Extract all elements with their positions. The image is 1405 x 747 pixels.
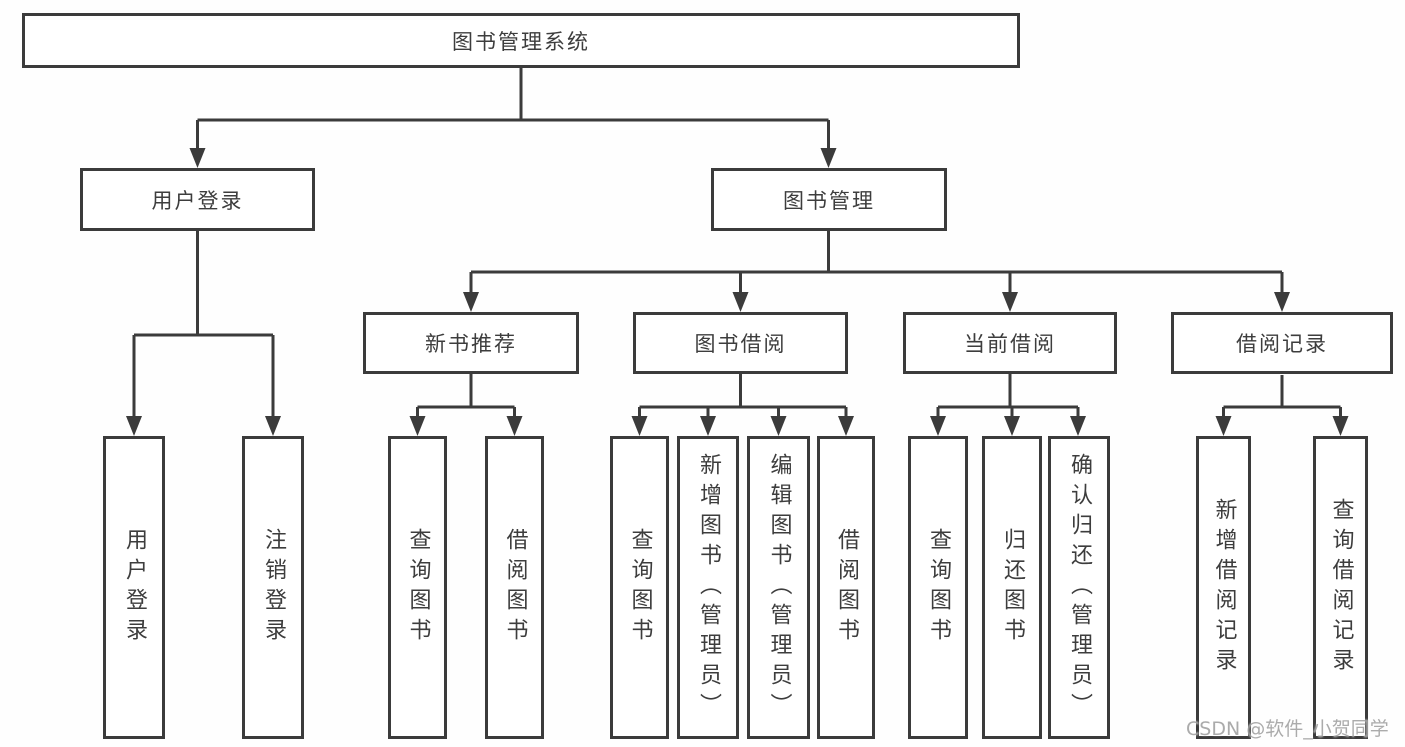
leaf-confirm-return-admin: 确认归还（管理员） [1048, 436, 1110, 739]
leaf-edit-book-admin: 编辑图书（管理员） [747, 436, 810, 739]
csdn-watermark: CSDN @软件_小贺同学 [1186, 718, 1389, 740]
leaf-query-books-borrowing: 查询图书 [610, 436, 669, 739]
leaf-return-books: 归还图书 [982, 436, 1042, 739]
leaf-query-borrow-record: 查询借阅记录 [1313, 436, 1368, 739]
leaf-logout: 注销登录 [242, 436, 304, 739]
leaf-add-book-admin: 新增图书（管理员） [677, 436, 739, 739]
arrowheads [126, 148, 1349, 436]
leaf-borrow-books-recommend: 借阅图书 [485, 436, 544, 739]
node-current-borrowing: 当前借阅 [903, 312, 1117, 374]
leaf-query-books-recommend: 查询图书 [388, 436, 447, 739]
leaf-query-books-current: 查询图书 [908, 436, 968, 739]
node-book-management: 图书管理 [711, 168, 947, 231]
node-user-login: 用户登录 [80, 168, 315, 231]
node-borrowing-records: 借阅记录 [1171, 312, 1393, 374]
leaf-user-login: 用户登录 [103, 436, 165, 739]
node-book-borrowing: 图书借阅 [633, 312, 848, 374]
node-library-management-system: 图书管理系统 [22, 13, 1020, 68]
node-new-book-recommendation: 新书推荐 [363, 312, 579, 374]
leaf-borrow-books-borrowing: 借阅图书 [817, 436, 875, 739]
connector-path [132, 68, 1342, 419]
leaf-add-borrow-record: 新增借阅记录 [1196, 436, 1251, 739]
